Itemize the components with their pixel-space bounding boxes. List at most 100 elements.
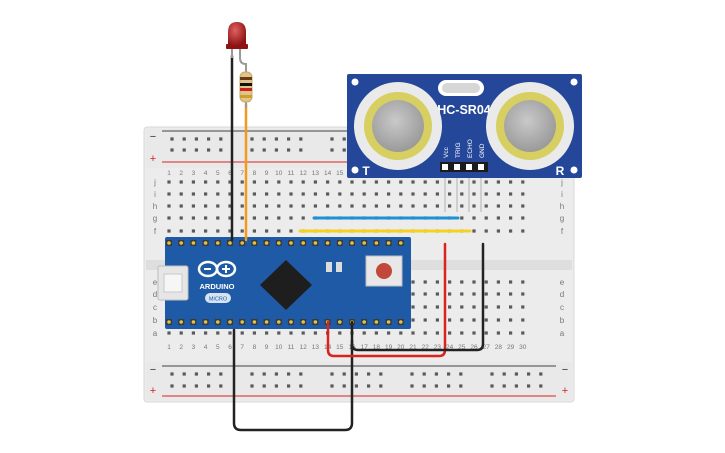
bottom-power-rail xyxy=(146,362,572,400)
rail-hole xyxy=(459,384,463,388)
column-number-label: 5 xyxy=(216,344,220,351)
breadboard-hole xyxy=(362,204,366,208)
header-pin-contact xyxy=(264,241,269,245)
arduino-micro-board: ARDUINO MICRO xyxy=(157,237,411,329)
rail-hole xyxy=(207,384,211,388)
breadboard-hole xyxy=(338,192,342,196)
breadboard-hole xyxy=(289,216,293,220)
breadboard-hole xyxy=(301,204,305,208)
breadboard-hole xyxy=(240,180,244,184)
column-number-label: 17 xyxy=(361,344,369,351)
header-pin-contact xyxy=(228,320,232,324)
breadboard-hole xyxy=(399,192,403,196)
receiver-transducer xyxy=(486,82,574,170)
sensor-model-label: HC-SR04 xyxy=(437,103,491,117)
rail-hole xyxy=(219,372,223,376)
breadboard-hole xyxy=(484,204,488,208)
breadboard-hole xyxy=(484,331,488,335)
breadboard-hole xyxy=(496,180,500,184)
row-letter-label: b xyxy=(560,316,565,325)
breadboard-hole xyxy=(484,229,488,233)
row-letter-label: c xyxy=(560,303,564,312)
pin-label-vcc: Vcc xyxy=(443,146,450,158)
breadboard-hole xyxy=(411,180,415,184)
breadboard-hole xyxy=(496,204,500,208)
breadboard-hole xyxy=(521,216,525,220)
header-pin-contact xyxy=(350,241,354,245)
header-pin-contact xyxy=(240,241,244,245)
sensor-pin-header xyxy=(440,162,488,172)
row-letter-label: e xyxy=(153,278,158,287)
breadboard-hole xyxy=(301,180,305,184)
header-pin-contact xyxy=(374,241,379,245)
rail-minus-bottom-label-right: − xyxy=(562,364,568,376)
breadboard-hole xyxy=(460,292,464,296)
rail-hole xyxy=(274,384,278,388)
column-number-label: 12 xyxy=(300,344,308,351)
column-number-label: 2 xyxy=(179,344,183,351)
column-number-label: 8 xyxy=(253,344,257,351)
breadboard-hole xyxy=(301,192,305,196)
rail-hole xyxy=(447,384,451,388)
breadboard-hole xyxy=(460,318,464,322)
breadboard-hole xyxy=(252,216,256,220)
column-number-label: 2 xyxy=(179,170,183,177)
breadboard-hole xyxy=(521,318,525,322)
breadboard-hole xyxy=(191,229,195,233)
header-pin-contact xyxy=(240,320,244,324)
rail-hole xyxy=(422,372,426,376)
rail-hole xyxy=(434,372,438,376)
breadboard-hole xyxy=(228,204,232,208)
rail-hole xyxy=(194,148,198,152)
rail-hole xyxy=(207,372,211,376)
row-letter-label: g xyxy=(560,214,564,223)
breadboard-hole xyxy=(301,331,305,335)
smd-component xyxy=(336,262,342,272)
rail-hole xyxy=(342,372,346,376)
header-pin-contact xyxy=(301,320,306,324)
column-number-label: 24 xyxy=(446,344,454,351)
breadboard-hole xyxy=(484,180,488,184)
breadboard-hole xyxy=(240,331,244,335)
breadboard-hole xyxy=(521,180,525,184)
rail-hole xyxy=(539,384,543,388)
breadboard-hole xyxy=(435,180,439,184)
breadboard-hole xyxy=(289,331,293,335)
breadboard-hole xyxy=(484,216,488,220)
breadboard-hole xyxy=(387,204,391,208)
rail-hole xyxy=(490,372,494,376)
smd-component xyxy=(326,262,332,272)
red-wire-vcc xyxy=(326,242,447,358)
header-pin-contact xyxy=(313,320,318,324)
breadboard-hole xyxy=(387,192,391,196)
row-letter-label: a xyxy=(153,329,158,338)
breadboard-hole xyxy=(509,318,513,322)
breadboard-hole xyxy=(265,180,269,184)
header-pin-contact xyxy=(179,320,183,324)
breadboard-hole xyxy=(216,216,220,220)
breadboard-hole xyxy=(228,192,232,196)
breadboard-hole xyxy=(216,229,220,233)
breadboard-hole xyxy=(228,216,232,220)
column-number-label: 25 xyxy=(458,344,466,351)
breadboard-hole xyxy=(423,180,427,184)
breadboard-hole xyxy=(399,331,403,335)
header-pin-contact xyxy=(228,241,232,245)
rail-hole xyxy=(170,148,174,152)
column-number-label: 27 xyxy=(483,344,491,351)
rail-hole xyxy=(379,384,383,388)
breadboard-hole xyxy=(252,331,256,335)
breadboard-hole xyxy=(240,192,244,196)
column-number-label: 11 xyxy=(288,344,295,351)
breadboard-hole xyxy=(179,331,183,335)
header-pin-contact xyxy=(338,320,342,324)
pin-label-echo: ECHO xyxy=(467,139,474,158)
breadboard-hole xyxy=(240,204,244,208)
sensor-t-marker: T xyxy=(362,164,370,178)
column-number-label: 23 xyxy=(434,344,442,351)
breadboard-hole xyxy=(167,204,171,208)
breadboard-hole xyxy=(509,292,513,296)
breadboard-hole xyxy=(265,331,269,335)
breadboard-hole xyxy=(167,229,171,233)
row-letter-label: d xyxy=(560,290,564,299)
